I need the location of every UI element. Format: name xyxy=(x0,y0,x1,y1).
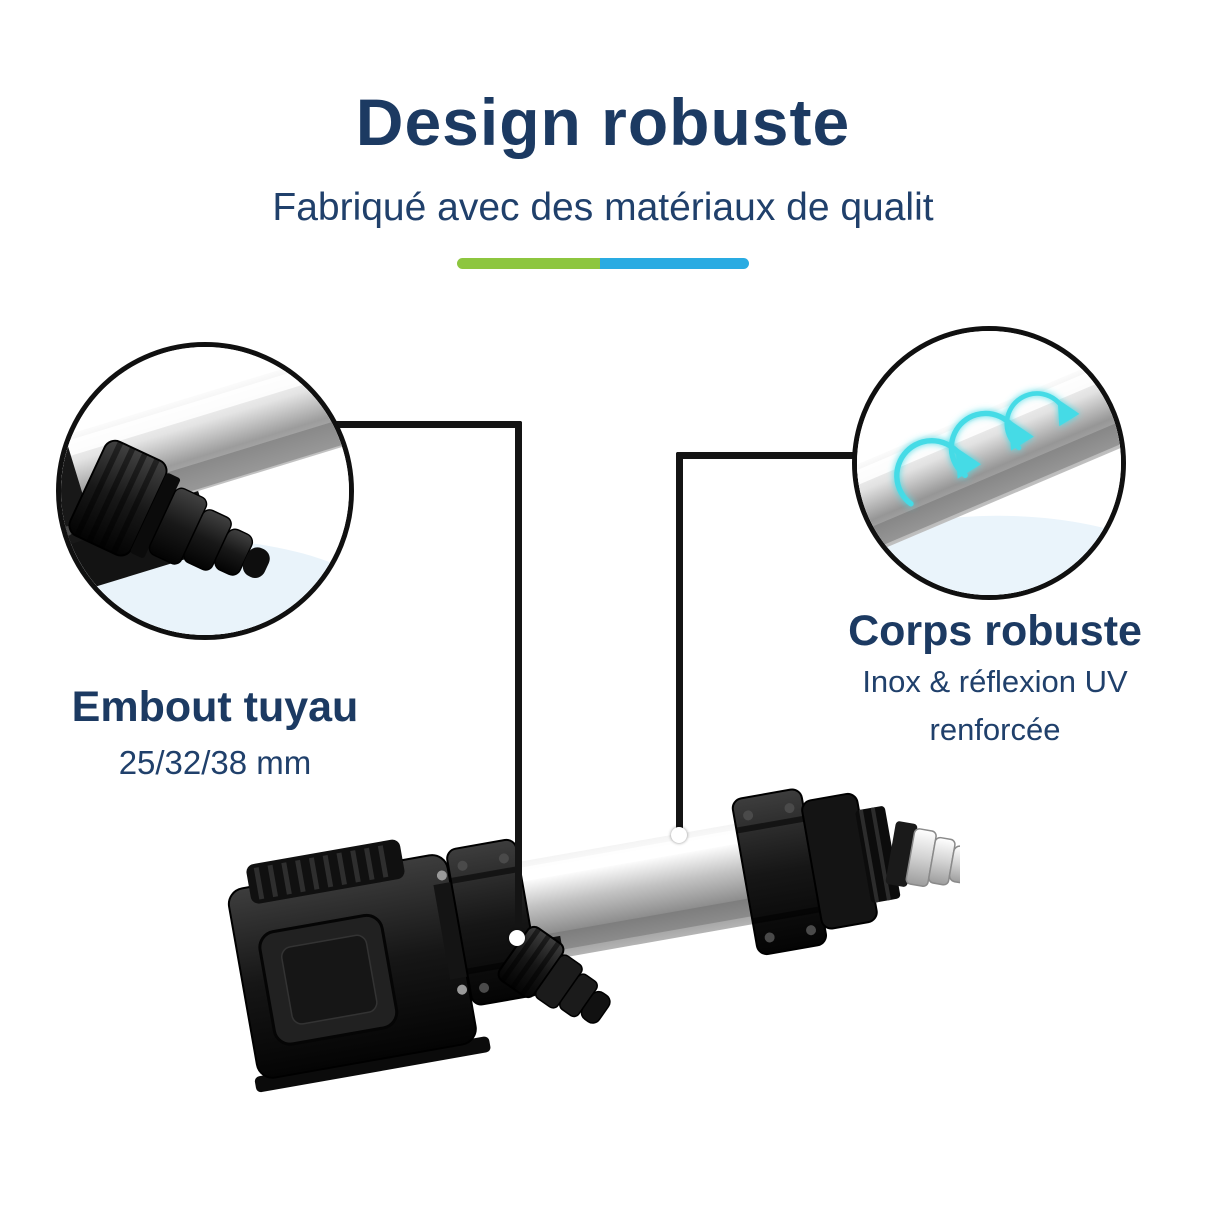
callout-right-title: Corps robuste xyxy=(848,607,1142,655)
uv-clarifier-product-illustration xyxy=(227,788,960,1093)
callout-left-label: Embout tuyau 25/32/38 mm xyxy=(38,683,392,786)
page-title: Design robuste xyxy=(355,85,851,159)
leader-line-right-horizontal xyxy=(676,452,866,459)
vent-grill-icon xyxy=(253,845,389,900)
callout-left-subtitle: 25/32/38 mm xyxy=(118,744,312,782)
callout-right-subtitle-line2: renforcée xyxy=(929,712,1061,748)
leader-line-right-vertical xyxy=(676,452,683,834)
hose-adapter-closeup-icon xyxy=(61,347,349,635)
accent-divider xyxy=(457,258,749,269)
uv-reflection-closeup-icon xyxy=(857,331,1121,595)
callout-right-label: Corps robuste Inox & réflexion UV renfor… xyxy=(808,607,1182,751)
hose-barb-right xyxy=(885,821,960,887)
power-head xyxy=(227,839,491,1093)
leader-line-left-vertical xyxy=(515,421,522,941)
callout-circle-right xyxy=(852,326,1126,600)
page-subtitle: Fabriqué avec des matériaux de qualit xyxy=(272,186,934,229)
callout-circle-left xyxy=(56,342,354,640)
leader-line-left-horizontal xyxy=(334,421,522,428)
callout-left-title: Embout tuyau xyxy=(71,683,359,731)
clamp-collar-right xyxy=(731,788,827,956)
anchor-dot-right xyxy=(671,827,687,843)
steel-tube-body xyxy=(508,823,754,965)
divider-green-segment xyxy=(457,258,601,269)
anchor-dot-left xyxy=(509,930,525,946)
divider-blue-segment xyxy=(600,258,749,269)
hose-barb-down xyxy=(497,925,611,1024)
callout-right-subtitle-line1: Inox & réflexion UV xyxy=(862,664,1128,700)
